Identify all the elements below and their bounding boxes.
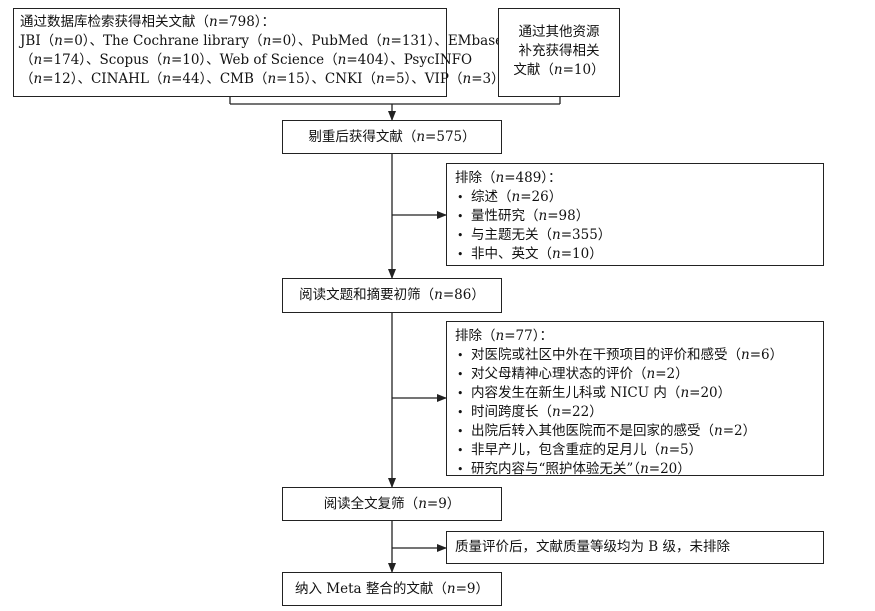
exclusion-2-item: 研究内容与“照护体验无关”（n=20） <box>455 460 815 479</box>
exclusion-box-1: 排除（n=489）： 综述（n=26） 量性研究（n=98） 与主题无关（n=3… <box>446 163 824 266</box>
database-search-line: 通过数据库检索获得相关文献（n=798）： <box>20 14 276 30</box>
exclusion-box-2: 排除（n=77）： 对医院或社区中外在干预项目的评价和感受（n=6） 对父母精神… <box>446 321 824 479</box>
exclusion-2-item: 时间跨度长（n=22） <box>455 403 815 422</box>
title-abstract-screen-text: 阅读文题和摘要初筛（n=86） <box>299 287 485 303</box>
other-sources-box: 通过其他资源 补充获得相关 文献（n=10） <box>498 8 620 97</box>
title-abstract-screen-box: 阅读文题和摘要初筛（n=86） <box>282 278 502 313</box>
exclusion-1-item: 综述（n=26） <box>455 188 815 207</box>
database-search-line: （n=12）、CINAHL（n=44）、CMB（n=15）、CNKI（n=5）、… <box>20 71 505 87</box>
exclusion-2-title: 排除（n=77）： <box>455 328 553 344</box>
exclusion-1-title: 排除（n=489）： <box>455 170 562 186</box>
exclusion-2-item: 对父母精神心理状态的评价（n=2） <box>455 365 815 384</box>
final-included-text: 纳入 Meta 整合的文献（n=9） <box>295 580 489 597</box>
other-sources-line: 文献（n=10） <box>513 62 605 78</box>
exclusion-2-item: 对医院或社区中外在干预项目的评价和感受（n=6） <box>455 346 815 365</box>
exclusion-2-item: 内容发生在新生儿科或 NICU 内（n=20） <box>455 384 815 403</box>
other-sources-line: 补充获得相关 <box>518 43 600 59</box>
database-search-box: 通过数据库检索获得相关文献（n=798）： JBI（n=0）、The Cochr… <box>13 8 505 97</box>
other-sources-line: 通过其他资源 <box>518 24 600 40</box>
after-dedup-text: 剔重后获得文献（n=575） <box>308 128 476 145</box>
quality-note-box: 质量评价后，文献质量等级均为 B 级，未排除 <box>446 531 824 564</box>
database-search-line: JBI（n=0）、The Cochrane library（n=0）、PubMe… <box>20 33 504 49</box>
full-text-screen-box: 阅读全文复筛（n=9） <box>282 487 502 521</box>
quality-note-text: 质量评价后，文献质量等级均为 B 级，未排除 <box>455 539 731 555</box>
exclusion-2-item: 非早产儿，包含重症的足月儿（n=5） <box>455 441 815 460</box>
exclusion-1-item: 与主题无关（n=355） <box>455 226 815 245</box>
final-included-box: 纳入 Meta 整合的文献（n=9） <box>282 572 502 606</box>
exclusion-1-item: 量性研究（n=98） <box>455 207 815 226</box>
exclusion-1-item: 非中、英文（n=10） <box>455 245 815 264</box>
full-text-screen-text: 阅读全文复筛（n=9） <box>323 495 461 512</box>
database-search-line: （n=174）、Scopus（n=10）、Web of Science（n=40… <box>20 52 473 68</box>
after-dedup-box: 剔重后获得文献（n=575） <box>282 120 502 154</box>
exclusion-2-item: 出院后转入其他医院而不是回家的感受（n=2） <box>455 422 815 441</box>
